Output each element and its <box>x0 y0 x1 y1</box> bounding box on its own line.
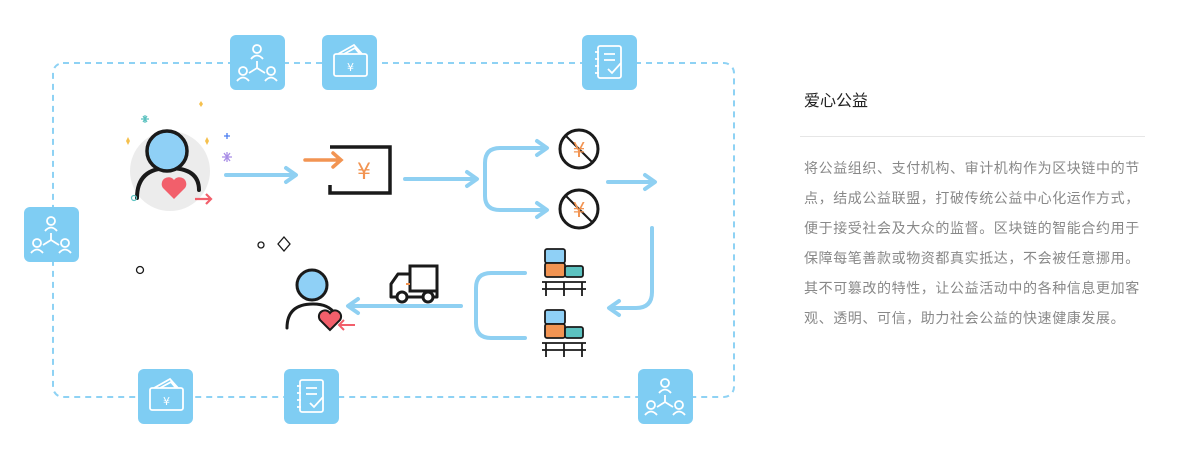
flow-arrow <box>403 170 479 188</box>
decoration-sparkles <box>135 236 291 275</box>
wallet-icon: ¥ <box>322 35 377 90</box>
contract-notebook-icon <box>284 369 339 424</box>
node-network-icon <box>230 35 285 90</box>
panel-title: 爱心公益 <box>804 91 869 110</box>
supplies-stack-icon <box>542 309 586 357</box>
flow-arrow <box>224 166 298 184</box>
alliance-boundary <box>52 62 735 398</box>
currency-coin-icon: ¥ <box>558 188 600 230</box>
merge-bracket-arrows <box>474 271 527 340</box>
wallet-icon: ¥ <box>138 369 193 424</box>
payment-receipt-icon: ¥ <box>303 145 392 195</box>
currency-coin-icon: ¥ <box>558 128 600 170</box>
description-panel: 爱心公益 将公益组织、支付机构、审计机构作为区块链中的节点，结成公益联盟，打破传… <box>800 88 1145 334</box>
split-bracket-arrows <box>483 139 549 219</box>
wallet-yen-text: ¥ <box>347 61 354 74</box>
wallet-yen-text: ¥ <box>163 395 170 408</box>
receipt-yen-text: ¥ <box>357 160 371 185</box>
delivery-truck-icon <box>389 264 439 304</box>
panel-divider <box>800 136 1145 137</box>
flow-arrow <box>606 173 657 191</box>
panel-description: 将公益组织、支付机构、审计机构作为区块链中的节点，结成公益联盟，打破传统公益中心… <box>804 161 1140 327</box>
node-network-icon <box>24 207 79 262</box>
flow-arrow <box>607 226 654 317</box>
coin-yen-text: ¥ <box>573 198 586 222</box>
coin-yen-text: ¥ <box>573 138 586 162</box>
recipient-icon <box>285 268 355 332</box>
contract-notebook-icon <box>582 35 637 90</box>
node-network-icon <box>638 369 693 424</box>
supplies-stack-icon <box>542 248 586 296</box>
flow-arrow <box>346 297 463 315</box>
donor-icon <box>126 101 232 211</box>
